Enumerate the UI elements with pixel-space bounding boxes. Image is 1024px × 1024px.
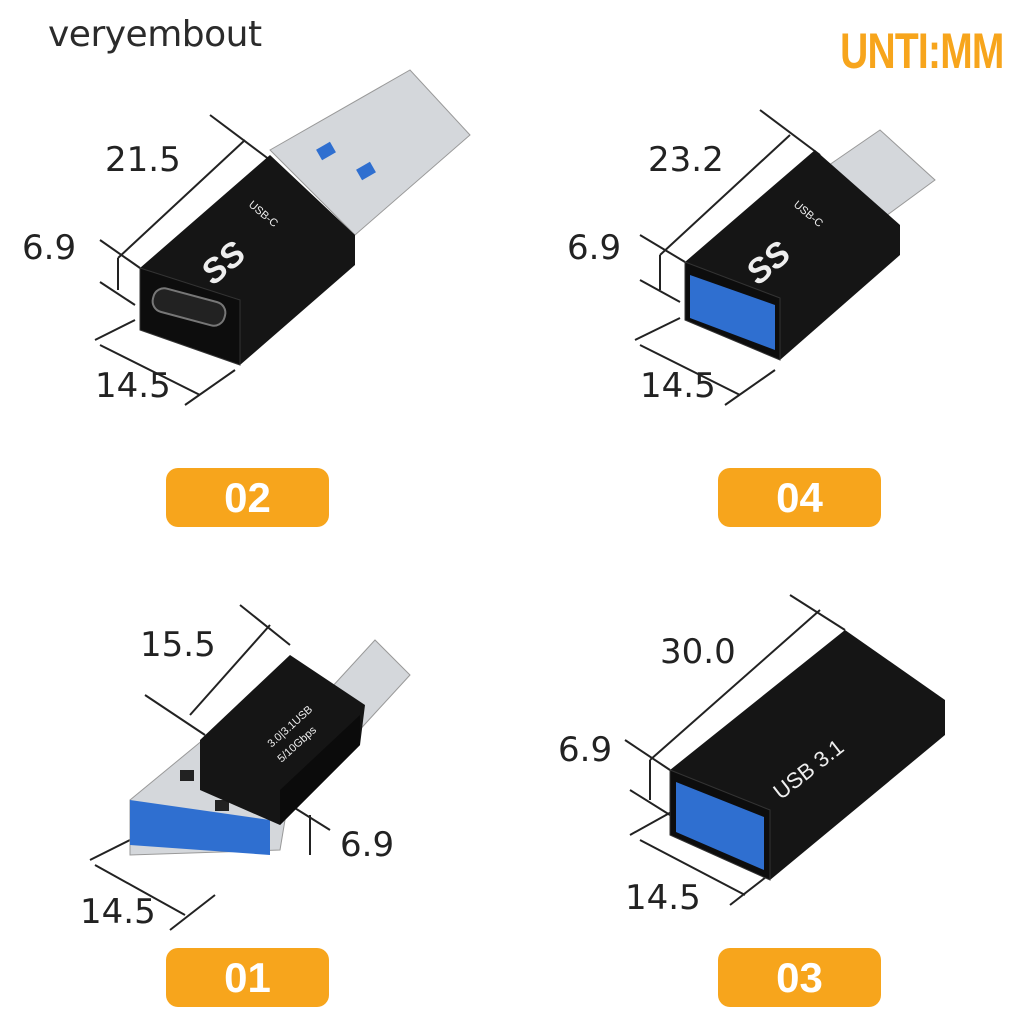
dimension-height-03: 6.9 bbox=[558, 730, 613, 770]
dimension-length-02: 21.5 bbox=[105, 140, 181, 180]
dimension-height-01: 6.9 bbox=[340, 825, 395, 865]
dimension-length-01: 15.5 bbox=[140, 625, 216, 665]
brand-watermark: veryembout bbox=[48, 14, 262, 55]
unit-label: UNTI:MM bbox=[840, 23, 1005, 79]
dimension-height-02: 6.9 bbox=[22, 228, 77, 268]
adapter-04-image: SS USB-C bbox=[684, 129, 936, 361]
dimension-height-04: 6.9 bbox=[567, 228, 622, 268]
dimension-length-04: 23.2 bbox=[648, 140, 724, 180]
product-number-badge-01: 01 bbox=[166, 948, 329, 1007]
dimension-width-02: 14.5 bbox=[95, 366, 171, 406]
adapter-02-image: SS USB-C bbox=[139, 69, 471, 366]
adapter-03-image: USB 3.1 bbox=[669, 630, 945, 881]
dimension-width-03: 14.5 bbox=[625, 878, 701, 918]
adapter-01-image: 3.0|3.1USB 5/10Gbps bbox=[129, 639, 411, 856]
dimension-length-03: 30.0 bbox=[660, 632, 736, 672]
product-number-badge-02: 02 bbox=[166, 468, 329, 527]
product-number-badge-03: 03 bbox=[718, 948, 881, 1007]
product-number-badge-04: 04 bbox=[718, 468, 881, 527]
dimension-width-04: 14.5 bbox=[640, 366, 716, 406]
dimension-width-01: 14.5 bbox=[80, 892, 156, 932]
